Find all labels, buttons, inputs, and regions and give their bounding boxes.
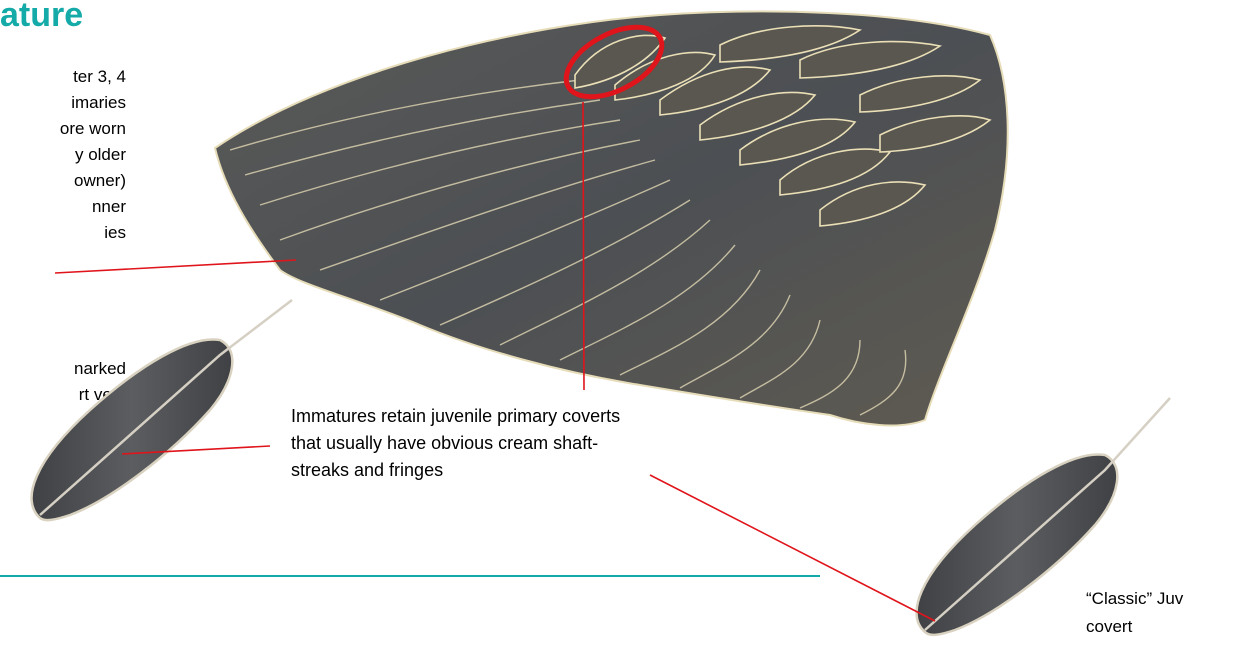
annotation-line: Immatures retain juvenile primary covert… — [291, 403, 801, 430]
annotation-line: that usually have obvious cream shaft- — [291, 430, 801, 457]
feather-left-icon — [32, 300, 292, 520]
annotation-classic-juv: “Classic” Juv covert — [1086, 585, 1183, 641]
annotation-line: streaks and fringes — [291, 457, 801, 484]
annotation-line: covert — [1086, 613, 1183, 641]
annotation-line: “Classic” Juv — [1086, 585, 1183, 613]
annotation-juvenile-coverts: Immatures retain juvenile primary covert… — [291, 403, 801, 484]
teal-divider — [0, 575, 820, 577]
bird-wing-illustration — [215, 12, 1008, 426]
